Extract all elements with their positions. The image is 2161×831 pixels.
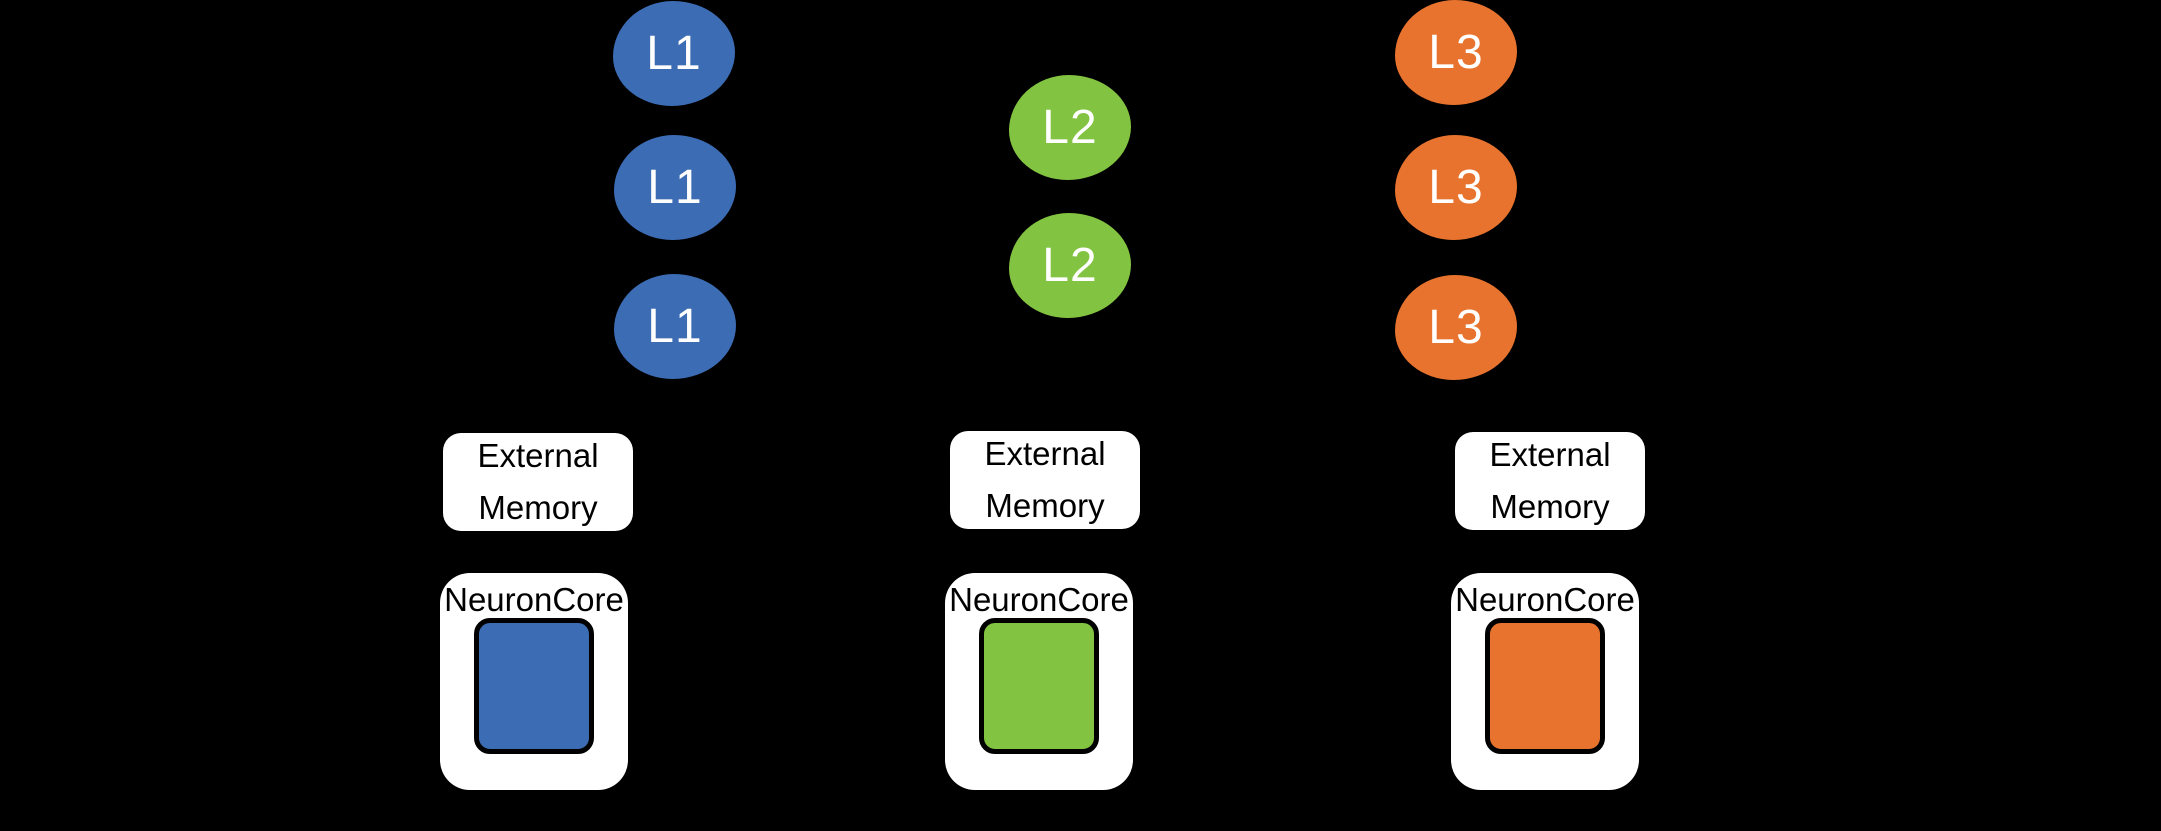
layer-node-l3-3: L3: [1395, 275, 1517, 380]
layer-block-l2: [979, 618, 1099, 754]
layer-node-l2-2: L2: [1009, 213, 1131, 318]
neuroncore-box-2: NeuronCore: [945, 573, 1133, 790]
layer-node-l2-1: L2: [1009, 75, 1131, 180]
external-memory-line2: Memory: [985, 487, 1105, 524]
layer-node-l3-2: L3: [1395, 135, 1517, 240]
neuroncore-box-1: NeuronCore: [440, 573, 628, 790]
external-memory-line1: External: [477, 437, 599, 474]
layer-block-l3: [1485, 618, 1605, 754]
neuroncore-box-3: NeuronCore: [1451, 573, 1639, 790]
layer-node-l1-3: L1: [614, 274, 736, 379]
layer-node-l3-1: L3: [1395, 0, 1517, 105]
external-memory-box-2: External Memory: [950, 431, 1140, 529]
external-memory-box-1: External Memory: [443, 433, 633, 531]
neuroncore-label-1: NeuronCore: [444, 581, 624, 618]
neuroncore-label-2: NeuronCore: [949, 581, 1129, 618]
external-memory-line2: Memory: [478, 489, 598, 526]
layer-node-l1-2: L1: [614, 135, 736, 240]
external-memory-line1: External: [1489, 436, 1611, 473]
external-memory-line1: External: [984, 435, 1106, 472]
layer-node-l1-1: L1: [613, 1, 735, 106]
layer-block-l1: [474, 618, 594, 754]
neuroncore-label-3: NeuronCore: [1455, 581, 1635, 618]
external-memory-box-3: External Memory: [1455, 432, 1645, 530]
external-memory-line2: Memory: [1490, 488, 1610, 525]
